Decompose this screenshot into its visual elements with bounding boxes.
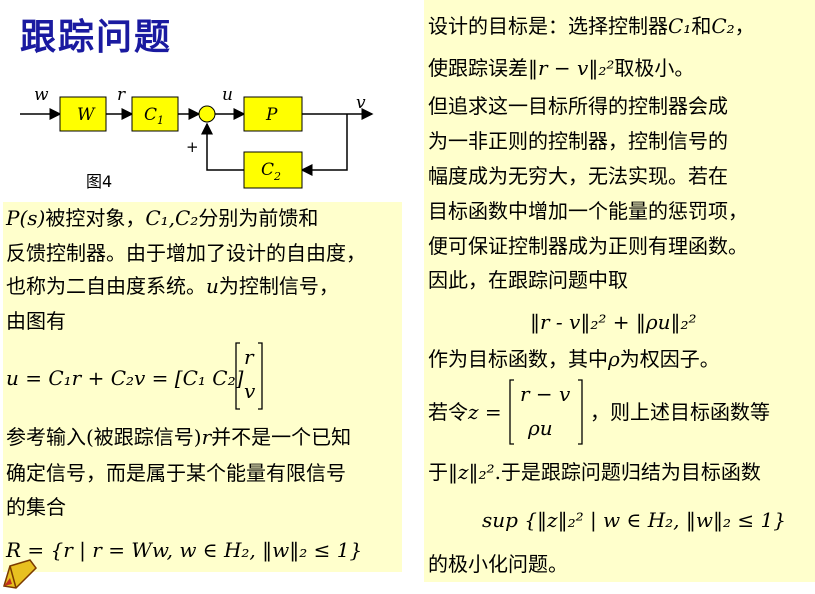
figure-caption: 图4 [86,172,113,191]
right-line-11-text-a: 于 [428,460,448,484]
left-text-panel [3,202,402,572]
page-title: 跟踪问题 [20,17,173,58]
c1-symbol: C₁ [668,14,692,38]
right-line-2: 使跟踪误差‖r − v‖₂²取极小。 [428,56,694,80]
right-text-panel [424,0,815,582]
left-line-5-text-b: 并不是一个已知 [211,425,352,449]
right-line-1: 设计的目标是：选择控制器C₁和C₂， [428,14,755,38]
signal-w-label: w [34,85,49,105]
right-line-2-text-b: 取极小。 [614,56,695,80]
vector-r-v: r v [234,341,264,411]
block-c1-label: C [144,105,157,125]
block-diagram: w W r C 1 u P v C 2 + [0,78,410,198]
left-line-1: P(s)被控对象，C₁,C₂分别为前馈和 [6,206,318,230]
block-c2-sub: 2 [273,170,281,183]
left-line-1-text-b: 分别为前馈和 [198,206,319,230]
block-c2-label: C [261,160,274,180]
equation-u: u = C₁r + C₂v = [C₁ C₂] [6,366,244,390]
block-c1 [131,96,179,132]
vector-z: r − v ρu [508,378,584,446]
equation-sup: sup {‖z‖₂² | w ∈ H₂, ‖w‖₂ ≤ 1} [482,508,786,532]
summing-junction [198,105,216,123]
plus-sign: + [186,138,199,156]
block-c2 [243,151,303,189]
vector-z-top: r − v [520,382,571,406]
right-line-1-text-a: 设计的目标是：选择控制器 [428,14,668,38]
right-line-8: 因此，在跟踪问题中取 [428,268,628,292]
tracking-error-norm: ‖r − v‖₂² [528,56,615,80]
right-line-9-text-b: 为权因子。 [619,347,720,371]
equation-objective: ‖r - v‖₂² + ‖ρu‖₂² [530,310,697,334]
right-line-11: 于‖z‖₂².于是跟踪问题归结为目标函数 [428,460,761,484]
right-line-11-text-b: .于是跟踪问题归结为目标函数 [494,460,761,484]
left-line-5: 参考输入(被跟踪信号)r并不是一个已知 [6,425,351,449]
right-line-4: 为一非正则的控制器，控制信号的 [428,129,728,153]
block-c1-sub: 1 [157,114,164,127]
right-line-1-text-b: 和 [691,14,712,38]
left-line-5-text-a: 参考输入(被跟踪信号) [6,425,202,449]
left-line-1-text-a: 被控对象， [45,206,146,230]
right-line-1-text-c: ， [734,14,755,38]
right-line-10-tail: ，则上述目标函数等 [590,400,770,424]
block-p [243,96,303,132]
right-line-10-text-a: 若令 [428,400,468,424]
plant-symbol: P(s) [6,206,46,230]
right-line-5: 幅度成为无穷大，无法实现。若在 [428,164,728,188]
c2-symbol: C₂ [711,14,735,38]
r-symbol: r [201,425,212,449]
vector-top: r [244,345,254,369]
right-line-10: 若令z = [428,400,502,424]
u-symbol: u [206,274,219,298]
vector-z-bottom: ρu [528,416,553,440]
vector-bottom: v [244,379,256,403]
left-line-2: 反馈控制器。由于增加了设计的自由度， [6,241,366,265]
left-line-7: 的集合 [6,495,66,519]
rho-symbol: ρ [608,347,620,371]
block-w-label: W [77,105,96,125]
z-definition: z = [468,400,502,424]
right-line-2-text-a: 使跟踪误差 [428,56,528,80]
right-line-6: 目标函数中增加一个能量的惩罚项， [428,199,748,223]
left-line-3: 也称为二自由度系统。u为控制信号， [6,274,339,298]
right-line-12: 的极小化问题。 [428,552,568,576]
signal-v-label: v [356,93,366,113]
right-line-3: 但追求这一目标所得的控制器会成 [428,94,728,118]
right-line-7: 便可保证控制器成为正则有理函数。 [428,234,748,258]
feedback-arrow-in [300,114,348,176]
signal-u-label: u [222,85,233,105]
block-p-label: P [265,105,278,125]
left-line-3-text-b: 为控制信号， [218,274,339,298]
left-line-6: 确定信号，而是属于某个能量有限信号 [6,461,346,485]
pencil-icon [0,556,40,590]
z-norm: ‖z‖₂² [448,460,495,484]
signal-r-label: r [117,85,126,105]
left-line-3-text-a: 也称为二自由度系统。 [6,274,206,298]
left-line-4: 由图有 [6,309,66,333]
right-line-9-text-a: 作为目标函数，其中 [428,347,608,371]
controller-symbols: C₁,C₂ [145,206,199,230]
feedback-arrow-out [201,122,244,171]
right-line-9: 作为目标函数，其中ρ为权因子。 [428,347,720,371]
equation-R: R = {r | r = Ww, w ∈ H₂, ‖w‖₂ ≤ 1} [6,538,363,562]
